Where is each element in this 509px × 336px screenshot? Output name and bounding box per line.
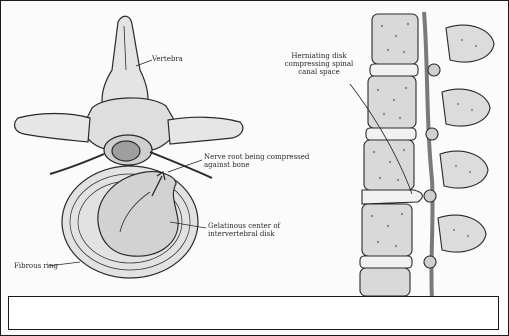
spinous-process-2 [442,89,490,126]
spinal-cord [112,141,140,161]
vertebral-body-5 [360,268,410,296]
label-vertebra: Vertebra [152,55,183,63]
disk-2 [366,128,416,140]
spinous-process-1 [446,25,494,62]
vertebral-body-3 [364,140,414,190]
vertebra-top-view [15,16,243,278]
disk-1 [370,64,418,76]
vertebral-body-4 [362,204,412,256]
spine-side-view [360,12,494,300]
vertebral-body-1 [372,14,418,64]
spinous-process-4 [438,215,486,252]
disk-4 [360,256,412,268]
nerve-root-left [50,154,104,174]
label-nerve-root: Nerve root being compressed against bone [204,153,314,169]
right-transverse-process [168,117,243,144]
spinous-process-3 [440,151,488,188]
label-gelatinous-center: Gelatinous center of intervertebral disk [208,222,312,238]
left-transverse-process [15,114,90,143]
herniated-disk [362,190,422,204]
caption-box [8,296,499,330]
label-herniating-disk: Herniating disk compressing spinal canal… [284,52,354,76]
label-fibrous-ring: Fibrous ring [14,262,58,270]
